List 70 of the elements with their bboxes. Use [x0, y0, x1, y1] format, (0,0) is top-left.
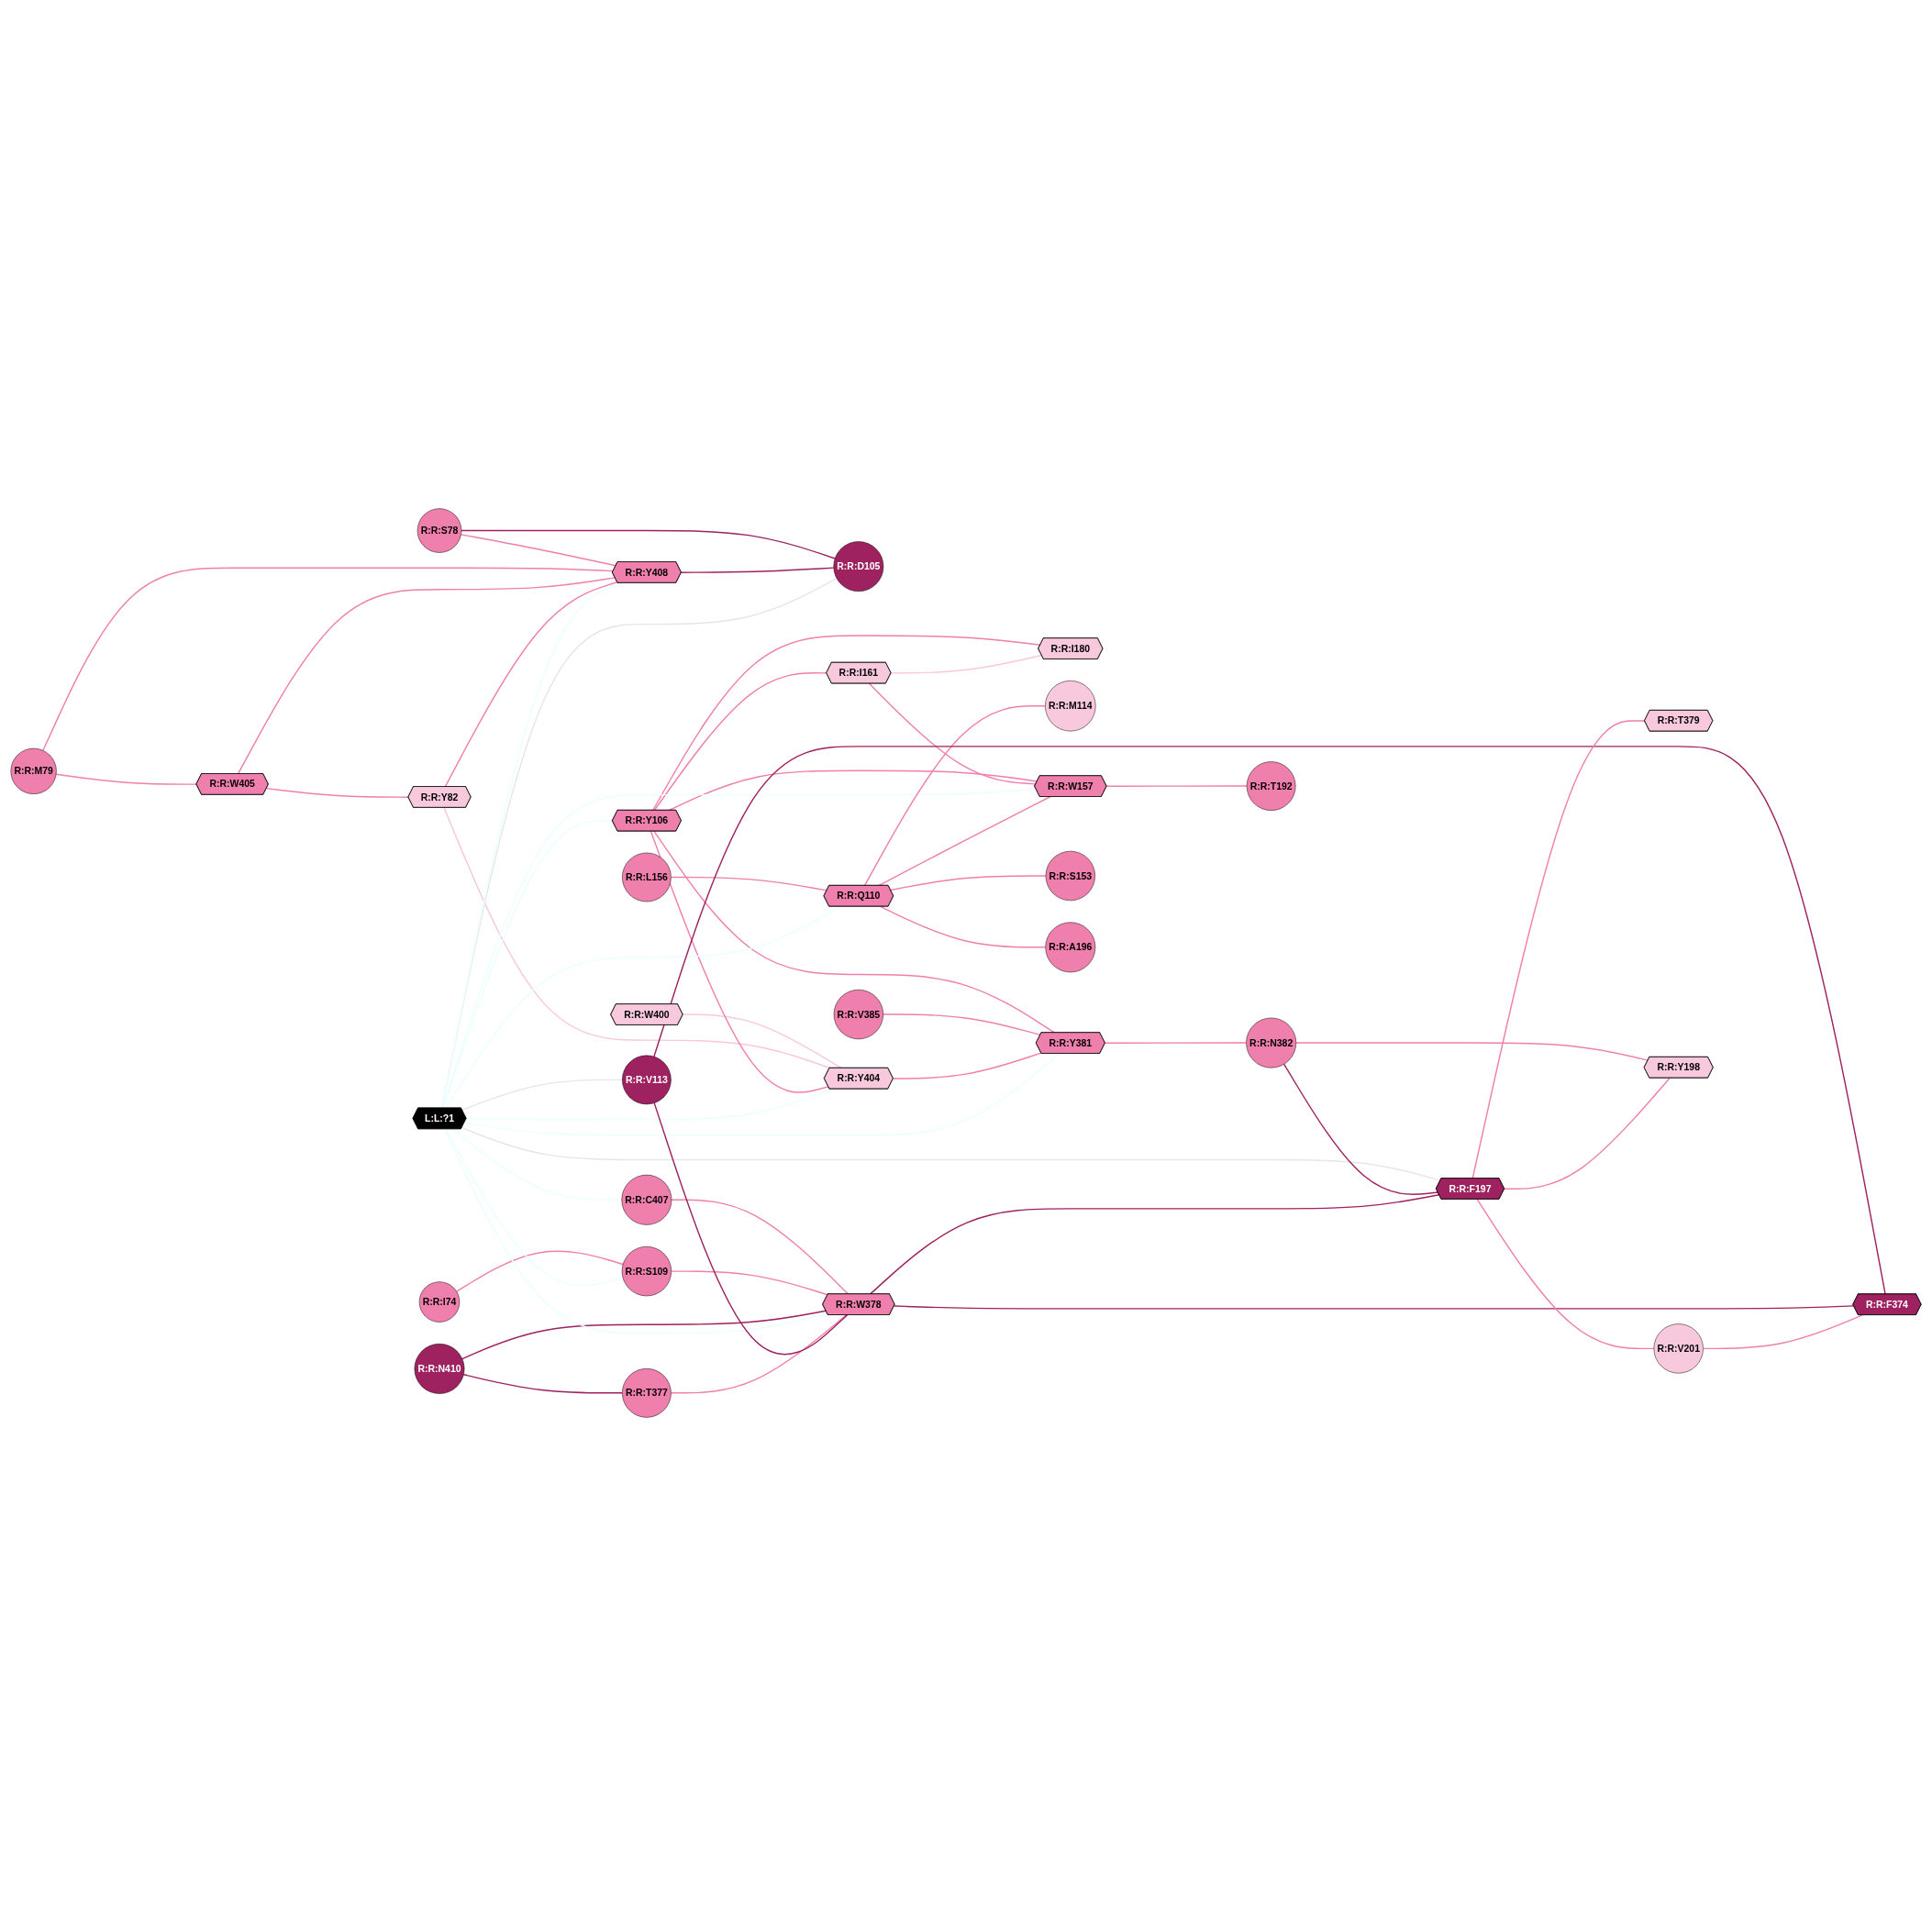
connector: [1105, 785, 1248, 788]
connector: [456, 1250, 624, 1292]
connector: [879, 905, 1047, 948]
node-circle: R:R:C407: [621, 1174, 672, 1225]
connector: [870, 1194, 1440, 1295]
connector: [1104, 1042, 1248, 1045]
connector: [653, 746, 1886, 1295]
node-circle: R:R:M79: [10, 747, 57, 794]
connector: [463, 1053, 1060, 1136]
node-circle: R:R:T377: [622, 1368, 672, 1418]
connector: [444, 581, 618, 788]
connector: [237, 577, 616, 775]
connector: [445, 905, 842, 1109]
node-circle: R:R:V201: [1653, 1323, 1704, 1374]
connector: [671, 1270, 828, 1296]
connector: [462, 1374, 624, 1394]
connector: [653, 830, 1056, 1034]
connector: [42, 567, 614, 751]
connector: [890, 654, 1043, 674]
connector: [1295, 1042, 1649, 1061]
connector: [442, 788, 1038, 1109]
connector: [892, 1052, 1042, 1079]
connector: [440, 581, 622, 1109]
connector: [461, 1310, 827, 1360]
connector: [443, 806, 831, 1069]
connector: [1282, 1063, 1439, 1196]
connector: [651, 635, 1041, 812]
connector: [460, 534, 616, 567]
connector: [1476, 1198, 1655, 1350]
connector: [461, 1079, 624, 1111]
connector: [1702, 1314, 1863, 1350]
connector: [444, 1128, 624, 1287]
connector: [863, 705, 1047, 887]
connector: [461, 1126, 1441, 1181]
connector: [682, 1013, 842, 1069]
node-circle: R:R:V113: [622, 1055, 672, 1105]
connector: [668, 769, 1038, 812]
node-circle: R:R:D105: [833, 541, 884, 592]
connector: [442, 820, 614, 1109]
connector: [440, 577, 838, 1109]
connector: [890, 875, 1047, 891]
connector: [681, 567, 835, 573]
connector: [878, 796, 1051, 887]
node-circle: R:R:N382: [1246, 1017, 1297, 1068]
node-circle: R:R:M114: [1045, 681, 1096, 732]
connector: [1471, 720, 1646, 1179]
connector: [653, 1101, 849, 1356]
node-circle: R:R:V385: [833, 989, 883, 1040]
node-circle: R:R:S78: [416, 508, 462, 553]
connector: [650, 830, 829, 1093]
connector: [883, 1013, 1041, 1036]
connector: [893, 1305, 1855, 1310]
connector: [461, 529, 836, 559]
connector: [670, 876, 827, 891]
node-circle: R:R:L156: [622, 852, 672, 902]
connector: [451, 1128, 623, 1201]
node-circle: R:R:N410: [414, 1344, 465, 1394]
connector: [670, 1314, 848, 1394]
connector: [1504, 1077, 1671, 1190]
connector: [868, 682, 1037, 785]
connector: [653, 672, 827, 812]
connector: [671, 1199, 849, 1295]
connector: [443, 1128, 828, 1334]
node-circle: R:R:A196: [1045, 922, 1096, 973]
node-circle: R:R:I74: [418, 1281, 461, 1323]
node-circle: R:R:S109: [621, 1246, 672, 1297]
connector: [265, 787, 409, 798]
node-circle: R:R:S153: [1045, 850, 1095, 902]
connector: [55, 773, 197, 785]
node-circle: R:R:T192: [1246, 761, 1296, 811]
